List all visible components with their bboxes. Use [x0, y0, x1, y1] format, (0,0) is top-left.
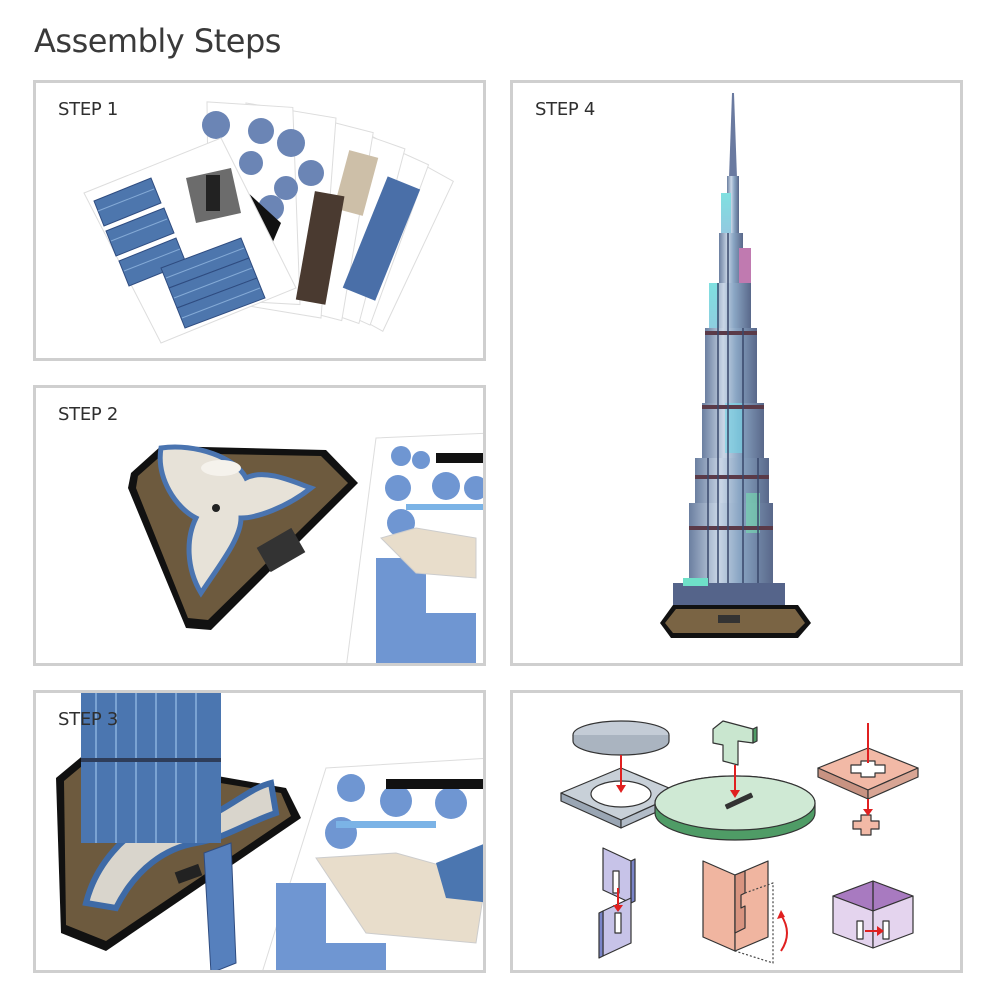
step-1-sheets-illustration	[83, 101, 454, 344]
t-tab-into-disc-slot-icon	[654, 720, 816, 841]
step-2-label: STEP 2	[58, 404, 119, 425]
fold-hinge-icon	[702, 860, 774, 964]
step-1-panel: STEP 1	[33, 80, 486, 361]
step-2-base-illustration	[128, 432, 483, 663]
step-4-label: STEP 4	[535, 99, 596, 120]
assembly-techniques-diagram-panel	[510, 690, 963, 973]
step-3-label: STEP 3	[58, 709, 119, 730]
step-2-panel: STEP 2	[33, 385, 486, 666]
box-tab-lock-icon	[832, 880, 914, 949]
step-3-tower-base-illustration	[56, 693, 483, 970]
cross-into-plate-icon	[817, 747, 919, 836]
step-4-completed-tower-illustration	[660, 93, 811, 638]
assembly-techniques-diagram	[560, 720, 919, 964]
page-title: Assembly Steps	[34, 22, 281, 60]
step-3-panel: STEP 3	[33, 690, 486, 973]
step-4-panel: STEP 4	[510, 80, 963, 666]
slot-tab-interlock-icon	[598, 847, 636, 959]
step-1-label: STEP 1	[58, 99, 119, 120]
